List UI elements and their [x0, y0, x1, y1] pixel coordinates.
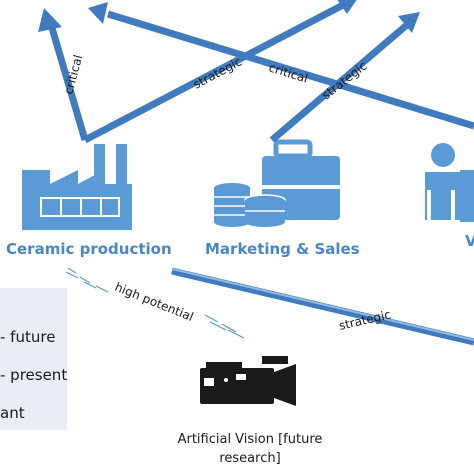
legend-item-partial: ant — [0, 404, 25, 422]
arrow-ceramic-to-topright — [83, 0, 357, 144]
arrow-vision-to-right — [171, 267, 474, 346]
dashed-connector — [65, 267, 245, 339]
caption-line-2: research] — [219, 451, 281, 466]
arrows — [38, 0, 474, 346]
node-label-third-partial: V — [465, 232, 474, 250]
caption-artificial-vision: Artificial Vision [future research] — [150, 430, 350, 468]
legend-item-future: - future — [0, 328, 56, 346]
coin-stack — [214, 183, 286, 227]
video-camera-icon — [200, 356, 296, 406]
coins-and-briefcase-icon — [214, 139, 340, 227]
node-label-marketing-sales: Marketing & Sales — [205, 240, 360, 258]
node-label-ceramic-production: Ceramic production — [6, 240, 172, 258]
arrow-right-to-topleft — [88, 2, 474, 130]
factory-icon — [22, 144, 132, 230]
arrow-ceramic-to-topleft — [38, 8, 89, 141]
caption-line-1: Artificial Vision [future — [177, 432, 323, 447]
legend-item-present: - present — [0, 366, 68, 384]
person-icon — [425, 143, 474, 222]
edge-label-critical-2: critical — [267, 60, 310, 85]
edge-label-high-potential: high potential — [113, 280, 196, 324]
arrow-marketing-to-topright — [269, 12, 420, 143]
edge-label-strategic-1: strategic — [191, 54, 244, 91]
legend-panel: - future - present ant — [0, 288, 67, 430]
